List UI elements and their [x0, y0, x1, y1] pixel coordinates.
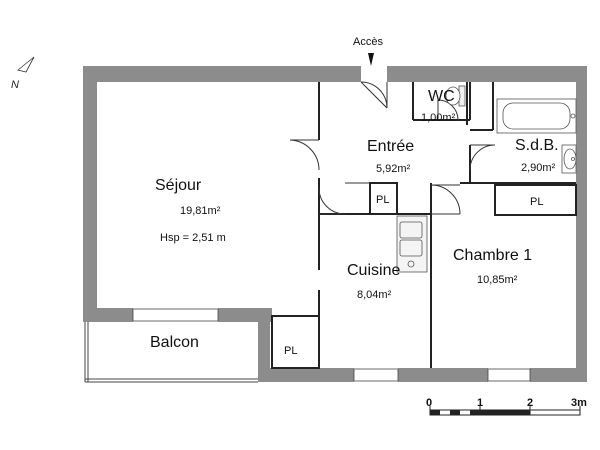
access-label: Accès [353, 36, 383, 48]
access-arrow-icon [368, 53, 374, 66]
entree-label: Entrée [367, 138, 414, 155]
exterior-walls [83, 66, 587, 382]
pl-balcon-label: PL [284, 345, 297, 357]
entree-area: 5,92m² [376, 163, 411, 175]
scale-tick-1: 1 [477, 397, 483, 409]
scale-tick-2: 2 [527, 397, 533, 409]
north-label: N [11, 79, 19, 91]
wc-area: 1,00m² [421, 112, 456, 124]
windows [132, 308, 531, 382]
scale-bar [429, 406, 581, 416]
scale-tick-3: 3m [571, 397, 587, 409]
scale-tick-0: 0 [426, 397, 432, 409]
chambre1-label: Chambre 1 [453, 247, 532, 264]
sejour-label: Séjour [155, 177, 202, 194]
balcon-label: Balcon [150, 334, 199, 351]
sejour-hsp: Hsp = 2,51 m [160, 232, 226, 244]
fixtures [396, 85, 577, 273]
chambre1-area: 10,85m² [477, 274, 518, 286]
cuisine-label: Cuisine [347, 262, 400, 279]
wc-label: WC [428, 88, 455, 105]
sejour-area: 19,81m² [180, 205, 221, 217]
door-swings [289, 81, 496, 215]
north-arrow-icon [17, 56, 35, 73]
sdb-area: 2,90m² [521, 162, 556, 174]
sdb-label: S.d.B. [515, 137, 559, 154]
pl-chambre-label: PL [530, 196, 543, 208]
balcon-outline [84, 322, 258, 383]
pl-entree-label: PL [376, 194, 389, 206]
cuisine-area: 8,04m² [357, 289, 392, 301]
